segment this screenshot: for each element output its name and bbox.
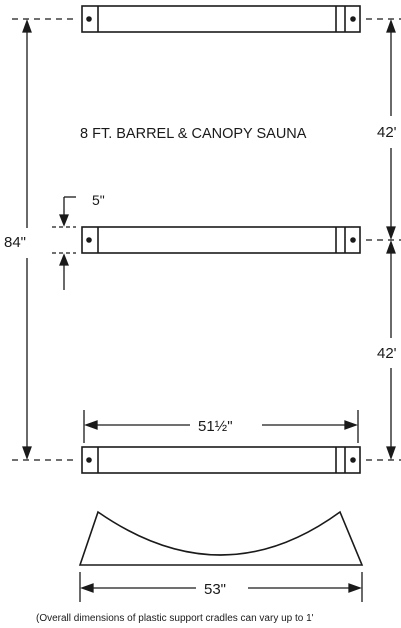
overall-length-dimension: [12, 18, 76, 461]
cradle-spacing-dimensions: [366, 18, 401, 461]
cradle-profile-shape: [78, 510, 364, 566]
overall-length-label: 84": [4, 234, 26, 251]
bottom-spacing-label: 42': [377, 345, 397, 362]
cradle-length-dimension: [83, 410, 359, 443]
cradle-base-dimension: [79, 572, 363, 602]
cradle-width-label: 5": [92, 192, 105, 208]
support-cradle-middle: [81, 226, 361, 254]
support-cradle-bottom: [81, 446, 361, 474]
top-spacing-label: 42': [377, 124, 397, 141]
support-cradle-top: [81, 5, 361, 33]
cradle-width-dimension: [52, 196, 76, 290]
cradle-base-label: 53": [204, 581, 226, 598]
footnote: (Overall dimensions of plastic support c…: [36, 613, 314, 624]
cradle-length-label: 51½": [198, 418, 233, 435]
diagram-title: 8 FT. BARREL & CANOPY SAUNA: [80, 126, 307, 142]
